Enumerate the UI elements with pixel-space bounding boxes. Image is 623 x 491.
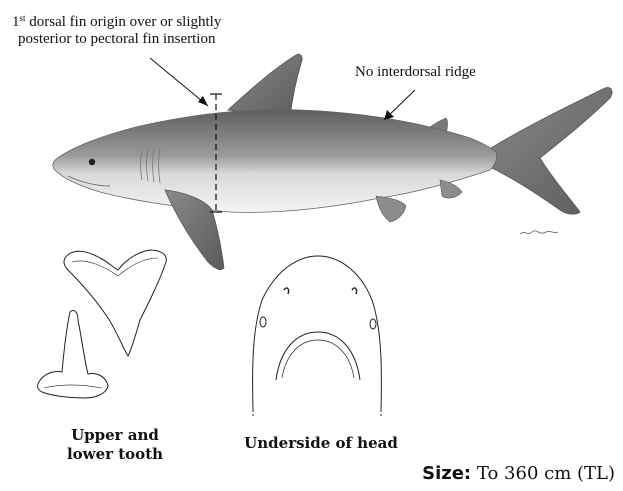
dorsal-callout-arrowhead bbox=[198, 96, 208, 106]
teeth-drawing bbox=[38, 250, 167, 398]
dorsal-callout-line1: 1st dorsal fin origin over or slightly bbox=[12, 14, 221, 30]
left-nostril bbox=[260, 317, 266, 327]
teeth-caption-line2: lower tooth bbox=[40, 445, 190, 464]
ordinal-number: 1 bbox=[12, 14, 20, 30]
shark-body bbox=[53, 110, 497, 213]
dorsal-callout-line2: posterior to pectoral fin insertion bbox=[12, 31, 215, 47]
teeth-caption: Upper and lower tooth bbox=[40, 426, 190, 464]
size-value: To 360 cm (TL) bbox=[477, 463, 615, 484]
shark-illustration bbox=[53, 54, 612, 269]
first-dorsal-fin bbox=[228, 54, 302, 118]
artist-signature bbox=[520, 231, 558, 234]
dorsal-callout-line bbox=[150, 58, 208, 106]
head-caption: Underside of head bbox=[226, 434, 416, 453]
mouth-inner bbox=[282, 340, 354, 378]
anal-fin bbox=[440, 180, 462, 198]
shark-eye bbox=[89, 159, 95, 165]
head-outline bbox=[253, 256, 382, 410]
size-info: Size: To 360 cm (TL) bbox=[422, 463, 615, 484]
pelvic-fin bbox=[376, 196, 406, 222]
interdorsal-callout: No interdorsal ridge bbox=[355, 64, 476, 81]
head-underside-drawing bbox=[253, 256, 382, 418]
lower-tooth-root bbox=[44, 385, 102, 388]
right-eye-mark bbox=[352, 288, 357, 294]
upper-tooth bbox=[64, 250, 166, 356]
dorsal-fin-callout: 1st dorsal fin origin over or slightly p… bbox=[12, 14, 221, 48]
upper-tooth-root bbox=[72, 258, 158, 276]
right-nostril bbox=[370, 319, 376, 329]
caudal-fin bbox=[488, 88, 612, 215]
teeth-caption-line1: Upper and bbox=[40, 426, 190, 445]
left-eye-mark bbox=[284, 288, 289, 294]
size-label: Size: bbox=[422, 463, 471, 484]
mouth-outer bbox=[276, 332, 360, 380]
dorsal-callout-text1: dorsal fin origin over or slightly bbox=[26, 14, 222, 30]
